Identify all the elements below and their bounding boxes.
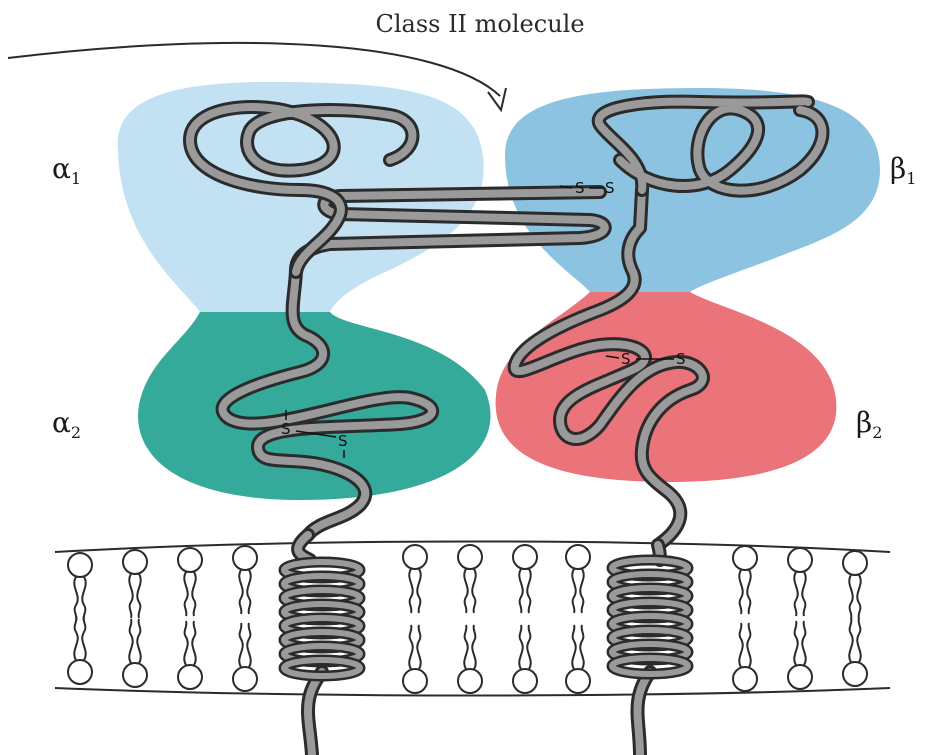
alpha-chain-domains [118,82,491,500]
lipid-heads-outer [68,545,867,621]
sulfur-label: S [338,432,348,450]
alpha-transmembrane-helix [284,562,360,676]
beta2-label: β2 [856,406,882,442]
sulfur-label: S [605,179,615,197]
beta1-label: β1 [890,152,916,188]
cell-membrane [55,542,890,696]
beta2-domain [496,292,837,482]
alpha1-label: α1 [52,152,81,188]
sulfur-label: S [676,350,686,368]
sulfur-label: S [281,420,291,438]
groove-arrowhead [488,88,506,110]
alpha2-label: α2 [52,406,81,442]
sulfur-label: S [621,350,631,368]
lipid-heads-inner [68,616,867,693]
figure-title: Class II molecule [375,10,584,38]
sulfur-label: S [575,179,585,197]
beta-transmembrane-helix [612,560,688,674]
